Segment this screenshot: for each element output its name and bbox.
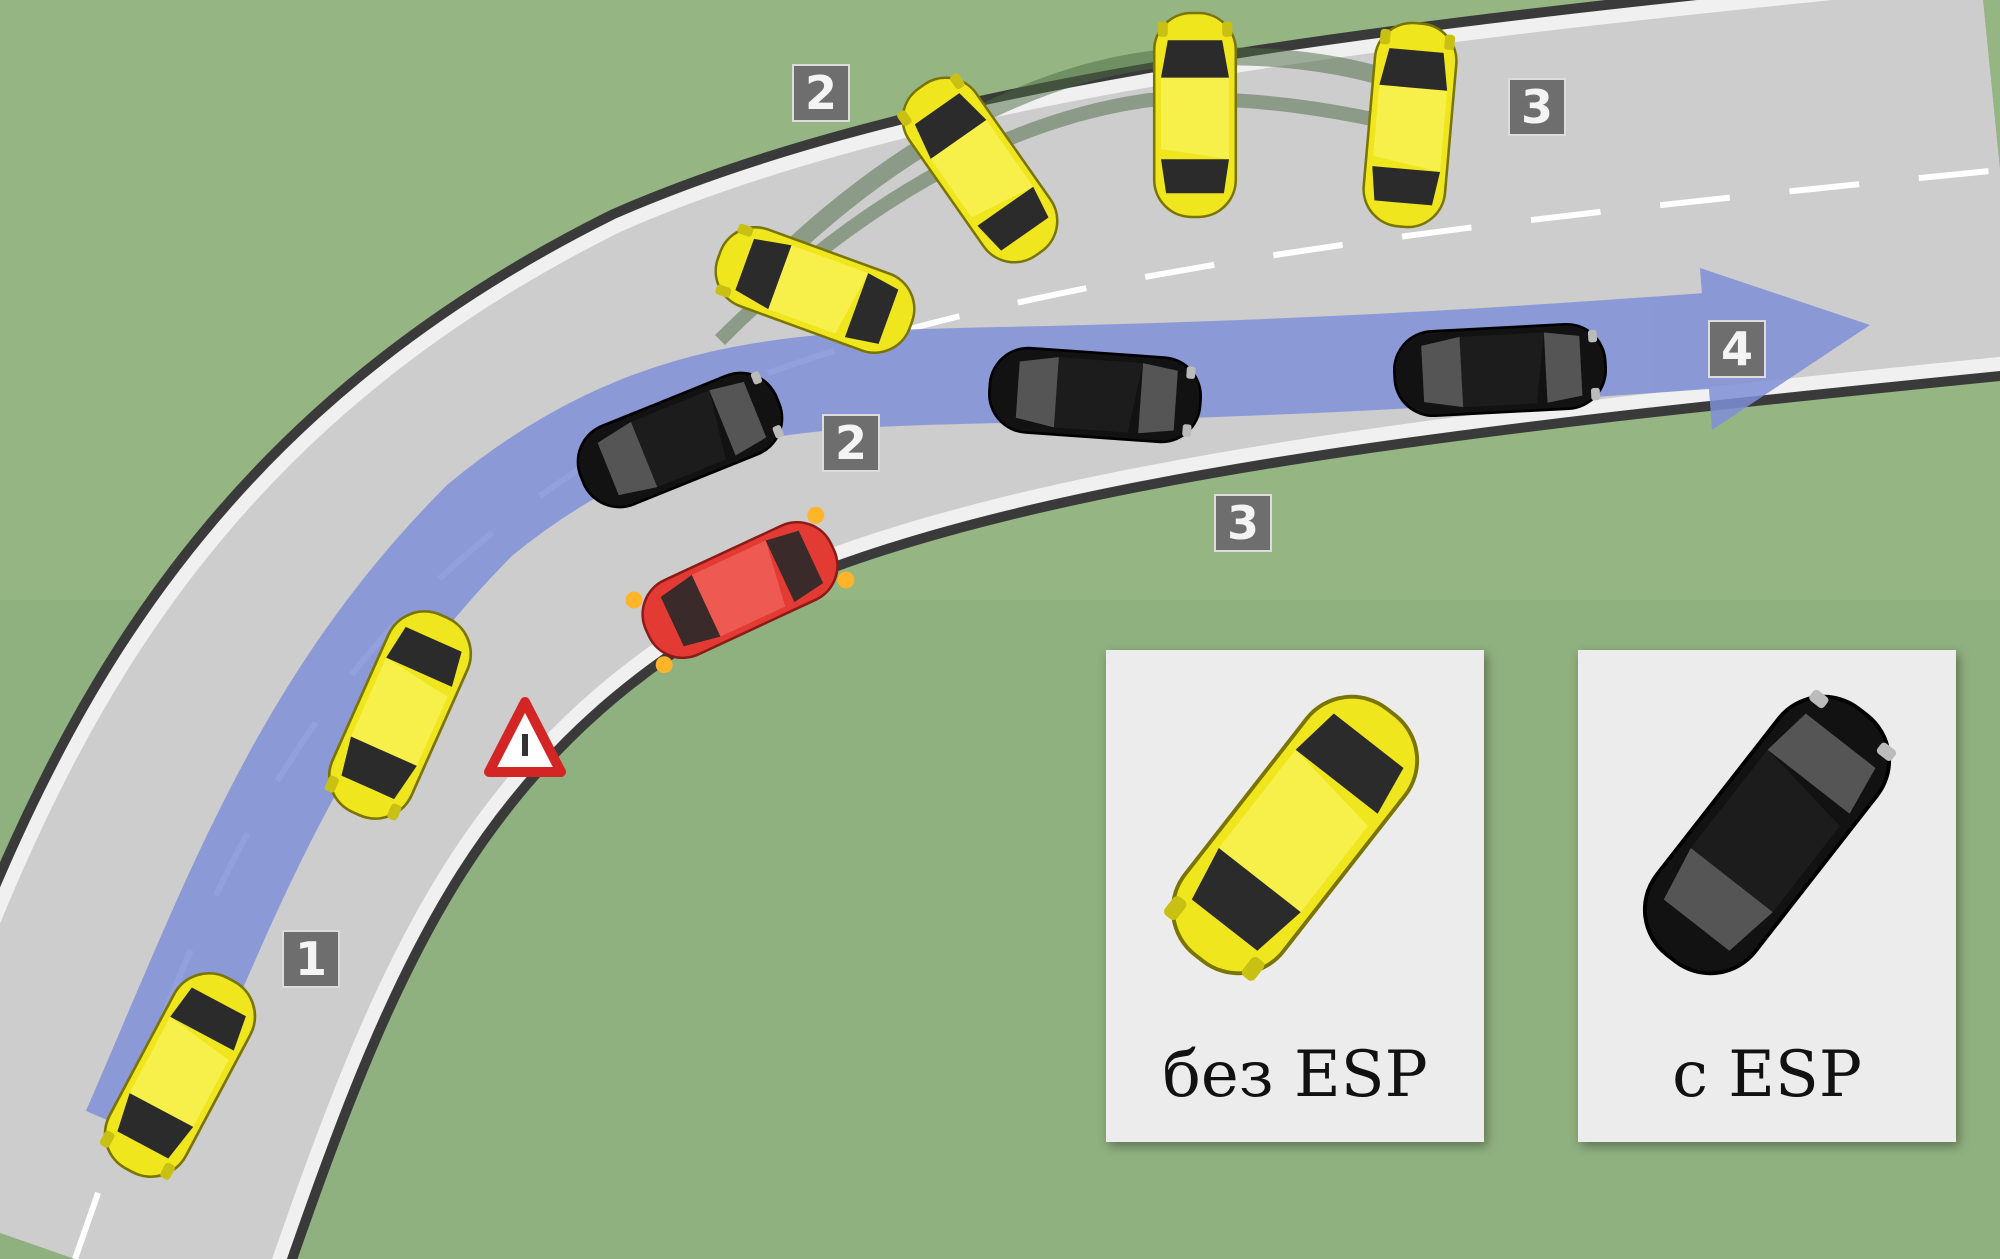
stage-3-marker-without-esp: 3 <box>1508 78 1566 136</box>
car-without-esp-5 <box>1152 11 1238 219</box>
car-with-esp-3 <box>1391 320 1609 420</box>
skid-marks <box>715 47 1424 345</box>
lane-divider <box>72 167 2000 1259</box>
stage-1-marker: 1 <box>282 930 340 988</box>
stage-3-marker-with-esp: 3 <box>1214 494 1272 552</box>
car-with-esp-2 <box>985 344 1205 446</box>
car-without-esp-6 <box>1359 18 1461 232</box>
legend-label-without-esp: без ESP <box>1162 1038 1428 1112</box>
legend-label-with-esp: с ESP <box>1672 1038 1862 1112</box>
stage-2-marker-with-esp: 2 <box>822 414 880 472</box>
warning-triangle-icon <box>484 697 566 777</box>
stage-2-marker-without-esp: 2 <box>792 64 850 122</box>
legend-without-esp: без ESP <box>1106 650 1484 1142</box>
stage-4-marker: 4 <box>1708 320 1766 378</box>
legend-with-esp: с ESP <box>1578 650 1956 1142</box>
